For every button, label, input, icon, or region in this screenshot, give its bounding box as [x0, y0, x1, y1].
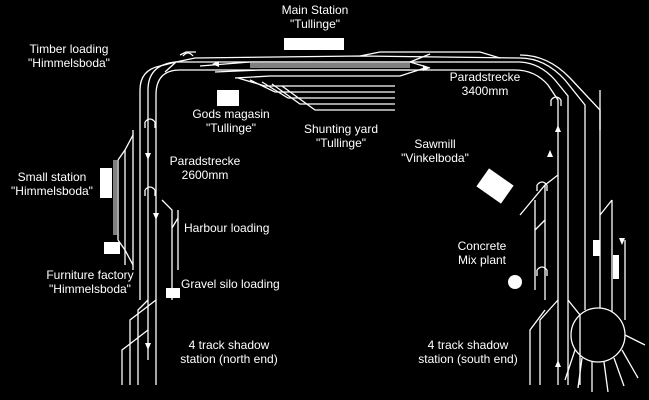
timber-loading-label-line1: Timber loading: [29, 42, 109, 56]
shunting-yard-tracks: [237, 77, 395, 111]
sawmill-label: Sawmill "Vinkelboda": [393, 137, 477, 165]
direction-arrow-icon: [423, 65, 430, 71]
loop-mark-icon: [144, 186, 156, 196]
timber-loading-label-line2: "Himmelsboda": [28, 56, 110, 70]
turntable-spurs: [599, 90, 613, 216]
main-station-label-line2: "Tullinge": [289, 17, 341, 31]
sawmill-building: [476, 168, 514, 204]
direction-arrow-icon: [555, 125, 561, 132]
loop-mark-icon: [550, 96, 562, 106]
turntable-shed-right: [613, 255, 619, 279]
small-station-label: Small station "Himmelsboda": [4, 170, 100, 198]
small-station-label-line2: "Himmelsboda": [11, 184, 93, 198]
shadow-south-label-line2: station (south end): [418, 352, 518, 366]
shunting-yard-label-line1: Shunting yard: [303, 122, 379, 136]
gods-magasin-label: Gods magasin "Tullinge": [186, 107, 276, 135]
main-station-building: [284, 38, 344, 50]
paradstrecke-east-label-line2: 3400mm: [461, 84, 509, 98]
concrete-plant-label-line1: Concrete: [457, 239, 507, 253]
furniture-factory-building: [104, 242, 120, 254]
furniture-factory-label: Furniture factory "Himmelsboda": [38, 268, 142, 296]
small-station-label-line1: Small station: [17, 170, 87, 184]
main-station-label: Main Station "Tullinge": [272, 3, 358, 31]
direction-arrow-icon: [619, 238, 625, 245]
concrete-silo: [508, 275, 522, 289]
concrete-plant-label-line2: Mix plant: [457, 253, 507, 267]
shadow-north-label-line2: station (north end): [180, 352, 278, 366]
furniture-factory-label-line1: Furniture factory: [46, 268, 134, 282]
shadow-north-label: 4 track shadow station (north end): [174, 338, 284, 366]
paradstrecke-west-label: Paradstrecke 2600mm: [160, 154, 250, 182]
direction-arrow-icon: [212, 61, 219, 67]
turntable-shed-left: [593, 240, 600, 256]
sawmill-spur: [519, 174, 559, 300]
gods-magasin-label-line1: Gods magasin: [192, 107, 270, 121]
shadow-south-label: 4 track shadow station (south end): [410, 338, 526, 366]
paradstrecke-east-label: Paradstrecke 3400mm: [443, 70, 527, 98]
direction-arrow-icon: [547, 150, 553, 157]
small-station-building: [100, 168, 112, 198]
gods-magasin-building: [217, 90, 239, 106]
small-station-tracks: [117, 130, 134, 270]
main-station-label-line1: Main Station: [281, 3, 349, 17]
main-station-platform: [250, 63, 410, 68]
paradstrecke-west-label-line1: Paradstrecke: [169, 154, 241, 168]
shadow-north-label-line1: 4 track shadow: [188, 338, 270, 352]
direction-arrow-icon: [145, 153, 151, 160]
harbour-loading-label-line1: Harbour loading: [184, 221, 270, 235]
direction-arrow-icon: [153, 213, 159, 220]
paradstrecke-west-label-line2: 2600mm: [181, 168, 229, 182]
gravel-silo-label-line1: Gravel silo loading: [181, 277, 280, 291]
loop-mark-icon: [536, 266, 548, 276]
shunting-yard-label: Shunting yard "Tullinge": [296, 122, 386, 150]
gods-magasin-label-line2: "Tullinge": [205, 121, 257, 135]
harbour-spur: [161, 199, 179, 300]
top-main-line: [147, 54, 601, 385]
turntable: [564, 200, 646, 393]
loop-mark-icon: [536, 181, 548, 191]
sawmill-label-line2: "Vinkelboda": [401, 151, 469, 165]
shadow-station-north-tracks: [121, 299, 157, 385]
furniture-factory-label-line2: "Himmelsboda": [49, 282, 131, 296]
direction-arrow-icon: [145, 343, 151, 350]
small-station-platform: [113, 160, 117, 235]
gravel-silo-label: Gravel silo loading: [181, 277, 280, 291]
loop-mark-icon: [182, 52, 194, 57]
sawmill-label-line1: Sawmill: [414, 137, 456, 151]
concrete-plant-label: Concrete Mix plant: [446, 239, 518, 267]
shadow-south-label-line1: 4 track shadow: [427, 338, 509, 352]
timber-loading-tracks: [139, 51, 196, 300]
paradstrecke-east-label-line1: Paradstrecke: [449, 70, 521, 84]
gravel-silo-building: [166, 288, 180, 298]
timber-loading-label: Timber loading "Himmelsboda": [18, 42, 120, 70]
loop-mark-icon: [144, 118, 156, 128]
harbour-loading-label: Harbour loading: [184, 221, 269, 235]
shunting-yard-label-line2: "Tullinge": [315, 136, 367, 150]
direction-arrow-icon: [555, 360, 561, 367]
main-station-tracks: [199, 51, 501, 79]
